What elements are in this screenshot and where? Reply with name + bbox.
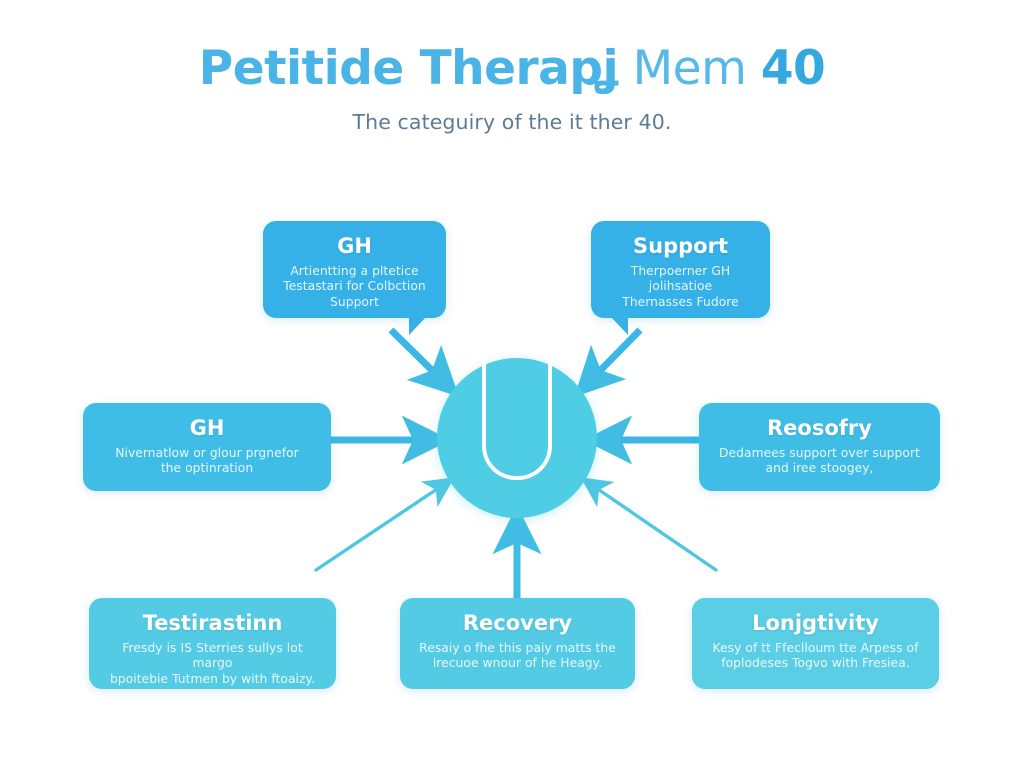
arrow-bot-right-to-hub: [580, 477, 718, 572]
card-desc-line: Therpoerner GH jolihsatioe: [630, 263, 731, 294]
card-description: Dedamees support over support and iree s…: [713, 446, 926, 477]
bubble-tail: [611, 317, 628, 335]
card-desc-line: and iree stoogey,: [765, 461, 874, 476]
page-title: Petitide Therapʝ Mem 40: [0, 41, 1024, 96]
card-desc-line: Resaiy o fhe this paiy matts the: [419, 640, 616, 655]
card-description: Fresdy is IS Sterries sullys lot margo b…: [103, 641, 322, 688]
card-description: Kesy of tt Ffeclloum tte Arpess of foplo…: [706, 641, 925, 672]
card-top-left[interactable]: GH Artientting a pltetice Testastari for…: [263, 221, 446, 335]
u-capsule-icon: [482, 322, 552, 480]
arrow-top-right-to-hub: [574, 327, 643, 397]
card-description: Therpoerner GH jolihsatioe Thernasses Fu…: [605, 264, 756, 311]
card-description: Resaiy o fhe this paiy matts the lrecuoe…: [414, 641, 621, 672]
arrow-bot-left-to-hub: [314, 477, 455, 572]
card-description: Nivernatlow or glour prgnefor the optinr…: [97, 446, 317, 477]
bubble-tail: [409, 317, 426, 335]
card-desc-line: bpoitebie Tutmen by with ftoaizy.: [109, 671, 316, 686]
card-desc-line: Fresdy is IS Sterries sullys lot margo: [122, 640, 303, 671]
card-desc-line: Dedamees support over support: [719, 445, 920, 460]
card-desc-line: Nivernatlow or glour prgnefor: [115, 445, 299, 460]
arrow-top-left-to-hub: [388, 327, 459, 397]
central-hub: [437, 322, 597, 518]
card-desc-line: Testastari for Colbction: [283, 279, 426, 294]
card-bot-right[interactable]: Lonjgtivity Kesy of tt Ffeclloum tte Arp…: [692, 598, 939, 689]
card-bot-center[interactable]: Recovery Resaiy o fhe this paiy matts th…: [400, 598, 635, 689]
card-mid-left[interactable]: GH Nivernatlow or glour prgnefor the opt…: [83, 403, 331, 491]
card-top-right[interactable]: Support Therpoerner GH jolihsatioe Thern…: [591, 221, 770, 335]
title-secondary: Mem: [632, 41, 747, 96]
card-title: Testirastinn: [142, 611, 283, 635]
card-desc-line: lrecuoe wnour of he Heagy.: [432, 656, 603, 671]
card-desc-line: Artientting a pltetice: [290, 263, 419, 278]
header: Petitide Therapʝ Mem 40 The categuiry of…: [0, 0, 1024, 134]
title-primary: Petitide Therapʝ: [198, 41, 619, 96]
card-title: Support: [633, 234, 728, 258]
title-number: 40: [760, 41, 826, 96]
card-title: Recovery: [462, 611, 573, 635]
card-desc-line: foplodeses Togvo with Fresiea.: [721, 656, 910, 671]
card-description: Artientting a pltetice Testastari for Co…: [277, 264, 432, 311]
card-desc-line: Support: [330, 294, 379, 309]
page-subtitle: The categuiry of the it ther 40.: [352, 109, 672, 134]
card-title: GH: [189, 416, 225, 440]
card-title: GH: [337, 234, 372, 258]
card-title: Lonjgtivity: [752, 611, 879, 635]
card-mid-right[interactable]: Reosofry Dedamees support over support a…: [699, 403, 940, 491]
card-title: Reosofry: [767, 416, 872, 440]
card-desc-line: Thernasses Fudore: [622, 294, 739, 309]
card-desc-line: the optinration: [160, 461, 254, 476]
card-bot-left[interactable]: Testirastinn Fresdy is IS Sterries sully…: [89, 598, 336, 689]
card-desc-line: Kesy of tt Ffeclloum tte Arpess of: [712, 640, 919, 655]
